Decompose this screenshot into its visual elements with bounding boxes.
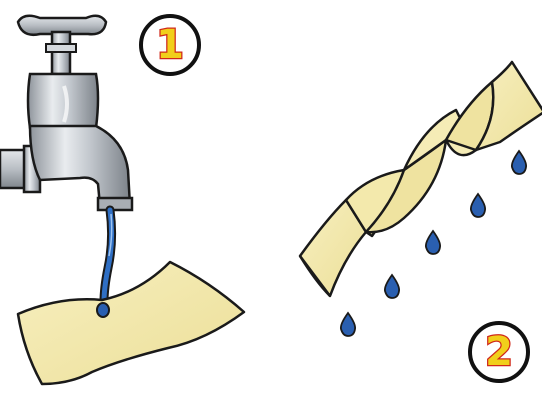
water-drop-icon: [341, 313, 355, 336]
water-drop-icon: [512, 151, 526, 174]
flat-cloth-icon: [18, 262, 244, 384]
faucet-icon: [0, 16, 132, 210]
water-drop-icon: [97, 303, 109, 317]
water-drop-icon: [426, 231, 440, 254]
step-2-badge: 2: [468, 321, 530, 383]
step-1-number: 1: [156, 25, 184, 65]
step-1-badge: 1: [139, 14, 201, 76]
step-2-number: 2: [485, 332, 513, 372]
twisted-cloth-icon: [300, 62, 542, 296]
water-drop-icon: [385, 275, 399, 298]
water-drop-icon: [471, 194, 485, 217]
